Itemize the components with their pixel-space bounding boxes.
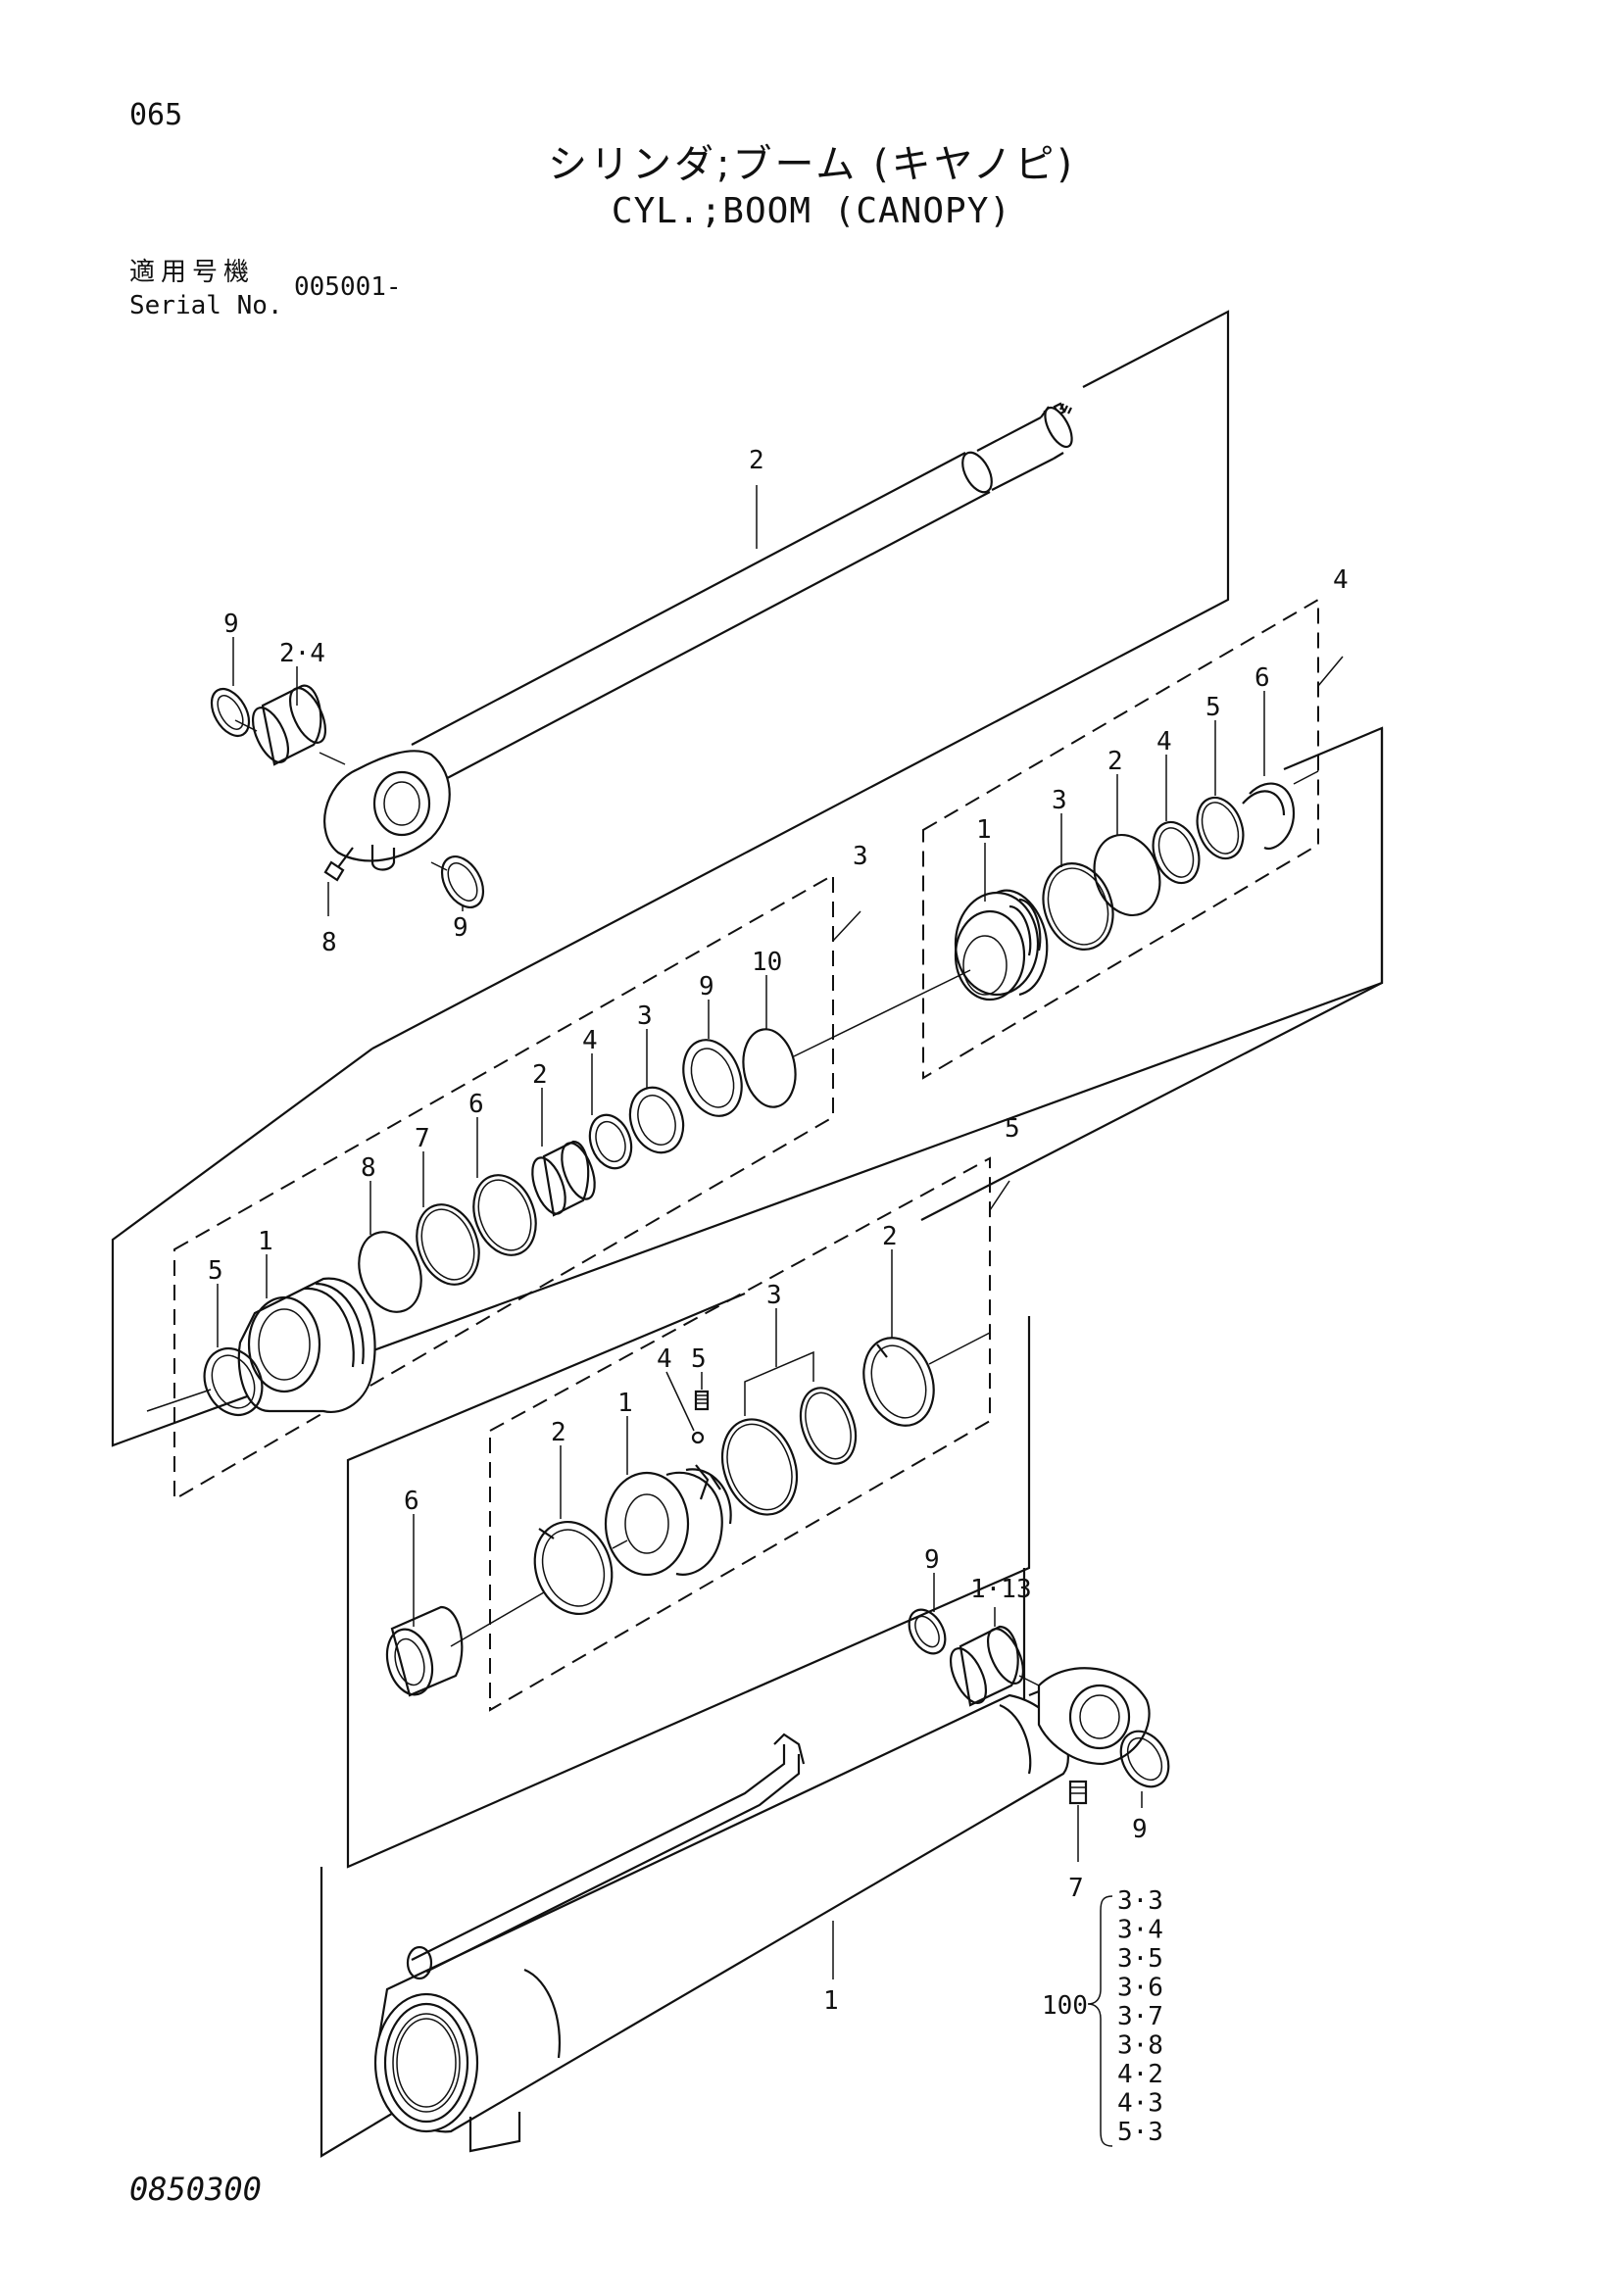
callout-g3-ring5: 5 [208, 1256, 223, 1286]
callout-g4-ring3: 3 [1052, 786, 1067, 815]
callout-g4-ring4: 4 [1156, 727, 1172, 757]
page-number: 065 [129, 98, 183, 132]
kit-item: 3·5 [1117, 1944, 1163, 1974]
group-4-piston-kit: 4 1 3 2 4 5 6 [920, 565, 1384, 1221]
group-5-dashed-box [489, 1156, 991, 1712]
callout-g3-head: 1 [258, 1227, 273, 1256]
group-3-frame [111, 728, 1384, 1447]
callout-tube-grease-fitting: 7 [1068, 1874, 1084, 1903]
callout-g5-rings3: 3 [766, 1281, 782, 1310]
group-5-piston-kit: 5 6 2 1 4 5 3 [346, 1114, 1031, 1869]
title-japanese: シリンダ;ブーム (キヤノピ) [547, 142, 1075, 187]
callout-group-5: 5 [1005, 1114, 1020, 1144]
callout-g5-piston: 1 [617, 1389, 633, 1418]
callout-rod-bushing: 2·4 [279, 639, 325, 668]
callout-g5-ring2-left: 2 [551, 1418, 566, 1447]
kit-item: 4·2 [1117, 2060, 1163, 2089]
callout-rod-grease-fitting: 8 [321, 928, 337, 957]
group-3-dashed-box [173, 873, 834, 1501]
callout-group-4: 4 [1333, 565, 1349, 595]
callout-g5-screw5: 5 [691, 1344, 707, 1374]
callout-g4-ring5: 5 [1205, 693, 1221, 722]
callout-g4-piston: 1 [976, 815, 992, 845]
kit-item: 3·4 [1117, 1916, 1163, 1945]
drawing-code: 0850300 [129, 2171, 262, 2208]
callout-g3-ring3: 3 [637, 1001, 653, 1031]
callout-kit-number: 100 [1042, 1991, 1088, 2021]
kit-item: 4·3 [1117, 2089, 1163, 2119]
callout-g4-ring2: 2 [1107, 747, 1123, 776]
callout-g5-ring2-right: 2 [882, 1222, 898, 1251]
kit-item: 3·7 [1117, 2002, 1163, 2031]
kit-item: 3·3 [1117, 1886, 1163, 1916]
cylinder-tube-assembly: 7 9 9 1·13 1 [320, 1545, 1170, 2158]
callout-g4-ring6: 6 [1254, 663, 1270, 693]
callout-rod-ring-right: 9 [453, 913, 468, 943]
callout-g3-ring8: 8 [361, 1153, 376, 1183]
callout-g3-ring6: 6 [468, 1090, 484, 1119]
callout-g3-ring10: 10 [752, 948, 782, 977]
serial-label-english: Serial No. [129, 291, 283, 320]
callout-tube-ring-left: 9 [924, 1545, 940, 1575]
seal-kit-list: 100 3·33·43·53·63·73·84·24·35·3 [1042, 1886, 1163, 2147]
callout-g3-ring4: 4 [582, 1026, 598, 1055]
kit-item: 3·6 [1117, 1974, 1163, 2003]
title-english: CYL.;BOOM (CANOPY) [611, 191, 1012, 231]
callout-g3-ring9: 9 [699, 972, 714, 1001]
group-5-frame [346, 1292, 1031, 1869]
callout-g5-collar6: 6 [404, 1487, 419, 1516]
piston-rod-assembly: 2 9 2·4 8 9 [210, 310, 1230, 1050]
callout-tube-bushing: 1·13 [970, 1575, 1032, 1604]
callout-g5-ball4: 4 [657, 1344, 672, 1374]
callout-g3-ring7: 7 [415, 1124, 430, 1153]
serial-number-value: 005001- [294, 272, 402, 302]
callout-rod-ring-left: 9 [223, 610, 239, 639]
group-4-dashed-box [922, 598, 1319, 1080]
rod-frame [371, 310, 1230, 1050]
callout-group-3: 3 [853, 842, 868, 871]
kit-item: 5·3 [1117, 2118, 1163, 2147]
piston-rod [323, 402, 1073, 882]
kit-item: 3·8 [1117, 2031, 1163, 2061]
callout-tube: 1 [823, 1986, 839, 2016]
serial-label-japanese: 適用号機 [129, 258, 256, 287]
callout-rod: 2 [749, 446, 764, 475]
callout-tube-ring-right: 9 [1132, 1815, 1148, 1844]
group-3-head-kit: 3 1 5 8 7 6 2 4 [111, 728, 1384, 1501]
callout-g3-bushing2: 2 [532, 1060, 548, 1090]
kit-brace [1087, 1895, 1113, 2147]
